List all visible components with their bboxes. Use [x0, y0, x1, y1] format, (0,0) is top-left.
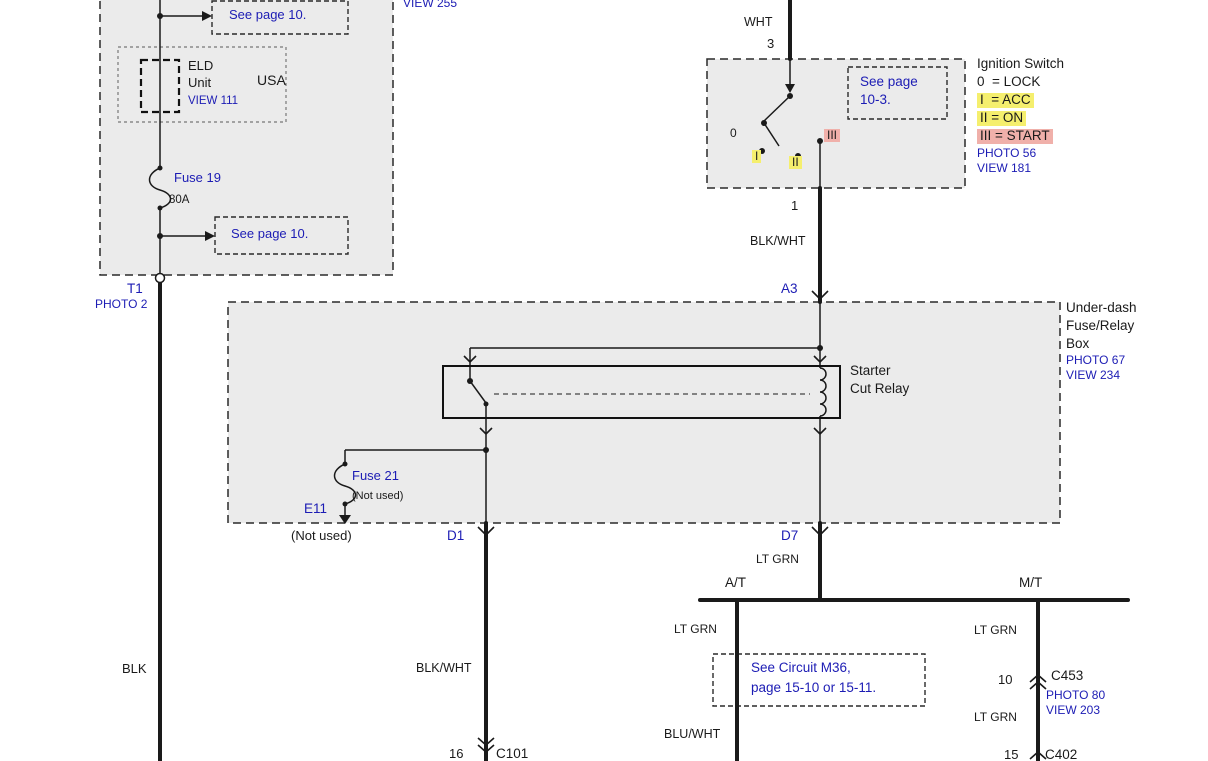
c453-connector-chevrons — [1029, 673, 1047, 683]
usa-label: USA — [257, 72, 286, 88]
branch-mt-label: M/T — [1019, 575, 1043, 590]
relay-label-line1: Starter — [850, 363, 891, 378]
underdash-fuse-relay-box — [227, 301, 1061, 524]
eld-view-ref: VIEW 111 — [188, 95, 239, 107]
terminal-d7-label: D7 — [781, 528, 799, 543]
pin15-label: 15 — [1004, 747, 1019, 761]
arrowheads — [202, 11, 795, 524]
see-circuit-line2: page 15-10 or 15-11. — [751, 680, 877, 695]
see-circuit-line1: See Circuit M36, — [751, 660, 851, 675]
ignition-legend-on: II = ON — [977, 110, 1027, 126]
ignition-pin3-label: 3 — [767, 36, 775, 51]
fuse19-symbol — [148, 167, 172, 209]
branch-at-label: A/T — [725, 575, 747, 590]
fuse19-label: Fuse 19 — [174, 170, 221, 185]
wire-ltgrn-label-mt1: LT GRN — [974, 623, 1017, 637]
wire-blkwht-label-upper: BLK/WHT — [750, 234, 806, 248]
ignition-legend-start: III = START — [977, 128, 1053, 144]
t1-terminal-label: T1 — [127, 281, 143, 296]
eld-unit-outline — [117, 46, 287, 123]
c453-view-ref: VIEW 203 — [1046, 703, 1101, 717]
c402-connector-chevrons — [1029, 750, 1047, 760]
c101-connector-chevrons — [477, 737, 495, 747]
terminal-e11-label: E11 — [304, 501, 328, 516]
ignition-switch-box — [706, 58, 966, 189]
pin16-label: 16 — [449, 746, 464, 761]
fusebox-title-line3: Box — [1066, 336, 1090, 351]
starter-cut-relay — [442, 365, 841, 419]
ignition-contact0-label: 0 — [730, 126, 737, 140]
ignition-switch-arm — [763, 122, 780, 147]
ignition-legend-lock: 0 = LOCK — [977, 74, 1041, 89]
connector-c101-label: C101 — [496, 746, 529, 761]
fusebox-title-line2: Fuse/Relay — [1066, 318, 1135, 333]
c453-photo-ref: PHOTO 80 — [1046, 688, 1106, 702]
connector-c453-label: C453 — [1051, 668, 1084, 683]
relay-switch-arm — [469, 380, 487, 404]
eld-label-line1: ELD — [188, 58, 214, 73]
fuse21-label: Fuse 21 — [352, 468, 399, 483]
wire-ltgrn-label-mt2: LT GRN — [974, 710, 1017, 724]
ignition-contact1-label: I — [752, 149, 762, 164]
wire-wht-label: WHT — [744, 15, 773, 29]
ignition-title: Ignition Switch — [977, 56, 1065, 71]
ignition-see-page-line1: See page — [860, 74, 918, 89]
fuse21-symbol — [333, 463, 357, 505]
fuse21-note: (Not used) — [352, 490, 404, 502]
thick-wires — [158, 0, 1130, 761]
ignition-legend-acc: I = ACC — [977, 92, 1034, 108]
relay-label-line2: Cut Relay — [850, 381, 910, 396]
left-component-box — [99, 0, 394, 276]
wire-blk-label: BLK — [122, 661, 147, 676]
t1-photo-ref: PHOTO 2 — [95, 297, 148, 311]
terminal-a3-label: A3 — [781, 281, 798, 296]
t1-terminal-circle — [154, 272, 166, 284]
junction-dots — [157, 13, 823, 507]
see-page-bottom-label: See page 10. — [231, 226, 309, 241]
wire-blkwht-label-lower: BLK/WHT — [416, 661, 472, 675]
eld-label-line2: Unit — [188, 75, 212, 90]
ignition-view-ref: VIEW 181 — [977, 161, 1032, 175]
relay-coil-symbol — [819, 367, 827, 417]
fusebox-title-line1: Under-dash — [1066, 300, 1137, 315]
ignition-contact3-label: III — [824, 128, 841, 143]
e11-not-used-note: (Not used) — [291, 528, 352, 543]
ignition-contact2-label: II — [789, 155, 802, 170]
connector-c402-label: C402 — [1045, 747, 1078, 761]
see-circuit-box — [712, 653, 926, 707]
view-ref-top-center: VIEW 255 — [403, 0, 458, 10]
ignition-see-page-line2: 10-3. — [860, 92, 891, 107]
wire-ltgrn-label-at: LT GRN — [674, 622, 717, 636]
direction-chevrons — [463, 290, 1047, 760]
fusebox-view-ref: VIEW 234 — [1066, 368, 1121, 382]
fusebox-photo-ref: PHOTO 67 — [1066, 353, 1126, 367]
fuse19-rating: 80A — [169, 194, 190, 206]
wire-ltgrn-label-top: LT GRN — [756, 552, 799, 566]
ignition-pin1-label: 1 — [791, 198, 799, 213]
see-page-box-ignition — [847, 66, 948, 120]
wire-bluwht-label: BLU/WHT — [664, 727, 721, 741]
see-page-top-label: See page 10. — [229, 7, 307, 22]
terminal-d1-label: D1 — [447, 528, 465, 543]
ignition-photo-ref: PHOTO 56 — [977, 146, 1037, 160]
see-page-box-bottom — [214, 216, 349, 255]
pin10-label: 10 — [998, 672, 1013, 687]
see-page-box-top — [211, 0, 349, 35]
